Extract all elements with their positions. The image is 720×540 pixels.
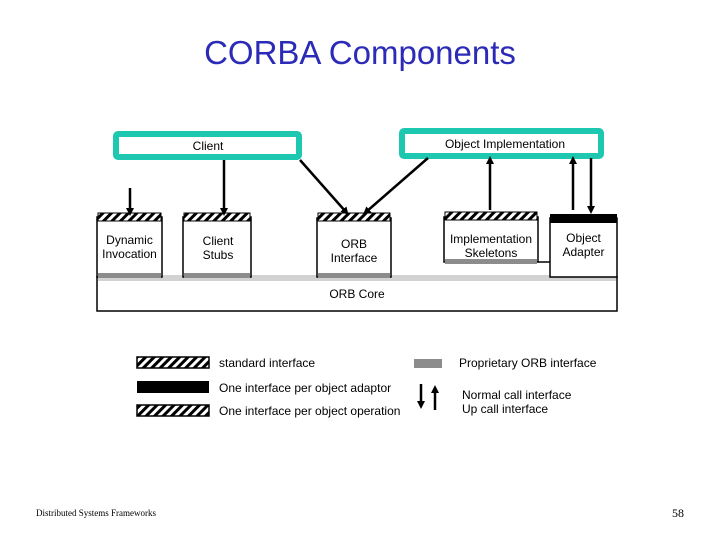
client-stubs-proprietary (184, 273, 250, 278)
orb-interface-label: ORB Interface (330, 237, 378, 265)
client-stubs-hatch (183, 212, 251, 222)
legend-proprietary-label: Proprietary ORB interface (459, 356, 597, 370)
arrow-object-impl-to-orb-interface (362, 157, 429, 215)
implementation-skeletons-hatch (444, 211, 538, 221)
legend-per-adaptor-label: One interface per object adaptor (219, 381, 392, 395)
implementation-skeletons-label: Implementation Skeletons (449, 232, 533, 260)
object-adapter-box (549, 217, 618, 278)
orb-interface-hatch (317, 212, 391, 222)
object-implementation-label: Object Implementation (444, 137, 566, 151)
client-label: Client (192, 139, 224, 153)
legend-standard-label: standard interface (219, 356, 316, 370)
object-adapter-solid-bar (550, 214, 617, 223)
orb-core-label: ORB Core (329, 287, 385, 301)
legend-swatch-per-operation (136, 404, 210, 417)
legend-arrows (417, 384, 439, 410)
client-stubs-label: Client Stubs (202, 234, 234, 262)
legend-swatch-proprietary (414, 359, 442, 368)
legend-swatch-per-adaptor (137, 381, 209, 393)
page-number: 58 (672, 506, 684, 520)
object-adapter-label: Object Adapter (562, 231, 605, 259)
orb-interface-proprietary (318, 273, 390, 278)
footer-text: Distributed Systems Frameworks (36, 508, 156, 518)
client-box (113, 131, 302, 160)
call-arrows (126, 156, 595, 216)
page-title: CORBA Components (204, 34, 516, 71)
legend-up-call-label: Up call interface (462, 402, 549, 416)
arrow-client-to-orb-interface (299, 159, 349, 215)
legend-normal-call-label: Normal call interface (462, 388, 572, 402)
implementation-skeletons-proprietary (445, 259, 537, 264)
object-implementation-box (399, 128, 604, 159)
legend-per-operation-label: One interface per object operation (219, 404, 401, 418)
legend-swatch-standard (136, 356, 210, 369)
dynamic-invocation-hatch (97, 212, 162, 222)
dynamic-invocation-label: Dynamic Invocation (102, 233, 157, 261)
dynamic-invocation-proprietary (98, 273, 161, 278)
